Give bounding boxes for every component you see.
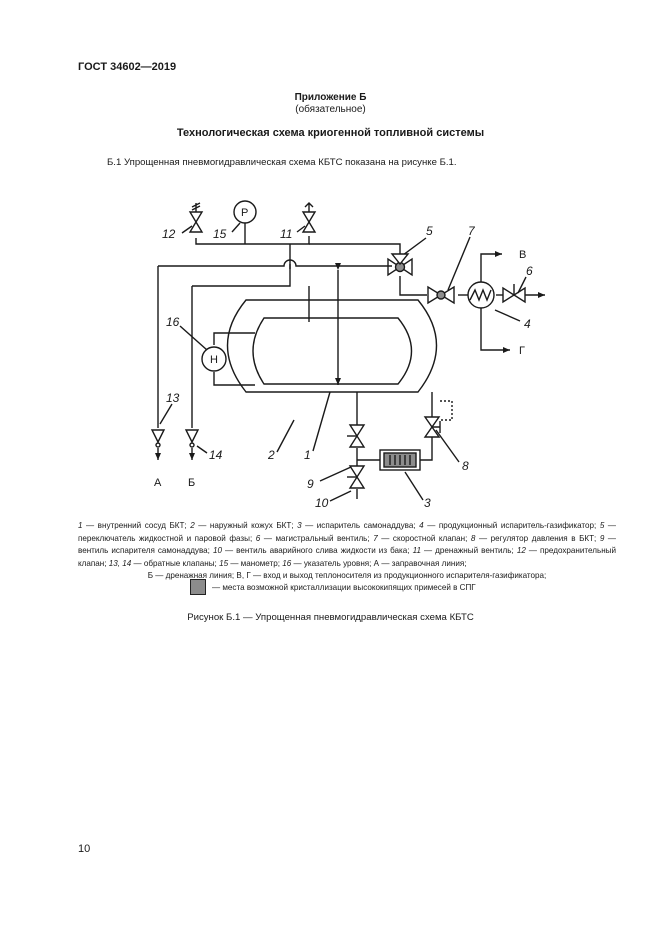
label-16: 16	[166, 315, 180, 329]
legend-text: — магистральный вентиль;	[260, 533, 374, 543]
legend-text: — обратные клапаны;	[131, 558, 220, 568]
label-11: 11	[280, 227, 292, 241]
legend-num: 10	[212, 546, 222, 556]
label-9: 9	[307, 477, 314, 491]
legend-text: — вентиль испарителя самонаддува;	[78, 533, 617, 556]
legend-text: — внутренний сосуд БКТ;	[82, 521, 191, 530]
crystallization-marker-icon	[190, 579, 206, 595]
legend-text: — скоростной клапан;	[377, 533, 471, 543]
intro-paragraph: Б.1 Упрощенная пневмогидравлическая схем…	[107, 157, 457, 168]
legend-text: — манометр;	[228, 558, 283, 568]
legend-text: — указатель уровня; А — заправочная лини…	[291, 558, 467, 568]
legend-num: 3	[297, 521, 302, 530]
legend-text: — регулятор давления в БКТ;	[475, 533, 600, 543]
legend-num: 5	[599, 521, 605, 530]
self-pressure-evaporator-icon	[379, 449, 421, 471]
section-title: Технологическая схема криогенной топливн…	[176, 127, 485, 139]
legend-num: 16	[282, 558, 292, 568]
legend-text: — наружный кожух БКТ;	[194, 521, 298, 530]
legend-text: — переключатель жидкостной и паровой фаз…	[78, 521, 616, 543]
letter-G: Г	[519, 345, 525, 357]
legend-text: — вентиль аварийного слива жидкости из б…	[221, 546, 413, 556]
letter-V: В	[519, 249, 526, 261]
evaporator-icon	[467, 281, 495, 309]
label-8: 8	[462, 459, 469, 473]
legend-text: — предохранительный клапан;	[78, 546, 617, 568]
legend-text: — продукционный испаритель-газификатор;	[423, 521, 600, 530]
legend-text: — испаритель самонаддува;	[301, 521, 420, 530]
pressure-gauge-icon	[233, 200, 257, 224]
check-valve-14-icon	[184, 429, 200, 444]
legend-tail: Б — дренажная линия; В, Г — вход и выход…	[147, 571, 547, 581]
letter-B: Б	[188, 477, 195, 489]
legend-num: 11	[412, 546, 421, 556]
label-12: 12	[162, 227, 176, 241]
main-valve-icon	[502, 286, 526, 304]
level-indicator-icon	[201, 346, 227, 372]
crystallization-note: — места возможной кристаллизации высокок…	[190, 579, 476, 595]
label-14: 14	[209, 448, 223, 462]
inner-vessel	[252, 317, 413, 385]
label-13: 13	[166, 391, 180, 405]
label-15: 15	[213, 227, 227, 241]
label-1: 1	[304, 448, 311, 462]
page-number: 10	[78, 843, 91, 855]
safety-valve-icon	[188, 211, 204, 233]
legend-text: — дренажный вентиль;	[420, 546, 517, 556]
label-3: 3	[424, 496, 431, 510]
legend-num: 6	[255, 533, 261, 543]
letter-A: А	[154, 477, 162, 489]
gauge-h-letter: Н	[210, 354, 218, 366]
label-5: 5	[426, 224, 433, 238]
outer-shell	[226, 299, 438, 393]
label-7: 7	[468, 224, 476, 238]
valve-9-icon	[348, 424, 366, 448]
legend-num: 13, 14	[108, 558, 132, 568]
figure-legend: 1 — внутренний сосуд БКТ; 2 — наружный к…	[78, 520, 616, 583]
gauge-p-letter: P	[241, 207, 248, 219]
check-valve-13-icon	[150, 429, 166, 444]
legend-num: 12	[516, 546, 526, 556]
legend-num: 8	[470, 533, 476, 543]
label-2: 2	[267, 448, 275, 462]
legend-num: 9	[599, 533, 605, 543]
crystallization-text: — места возможной кристаллизации высокок…	[212, 582, 476, 592]
legend-num: 4	[419, 521, 424, 530]
appendix-subtitle: (обязательное)	[295, 104, 366, 115]
legend-num: 7	[373, 533, 378, 543]
document-header: ГОСТ 34602—2019	[78, 61, 177, 73]
label-4: 4	[524, 317, 531, 331]
phase-switch-icon	[387, 257, 413, 277]
appendix-title: Приложение Б	[294, 92, 367, 103]
valve-10-icon	[348, 465, 366, 489]
drain-valve-icon	[301, 211, 317, 233]
legend-num: 1	[78, 521, 83, 530]
legend-num: 15	[219, 558, 229, 568]
velocity-valve-icon	[427, 285, 455, 305]
pressure-regulator-icon	[423, 416, 441, 438]
label-10: 10	[315, 496, 329, 510]
figure-caption: Рисунок Б.1 — Упрощенная пневмогидравлич…	[187, 612, 474, 623]
legend-num: 2	[190, 521, 195, 530]
label-6: 6	[526, 264, 533, 278]
